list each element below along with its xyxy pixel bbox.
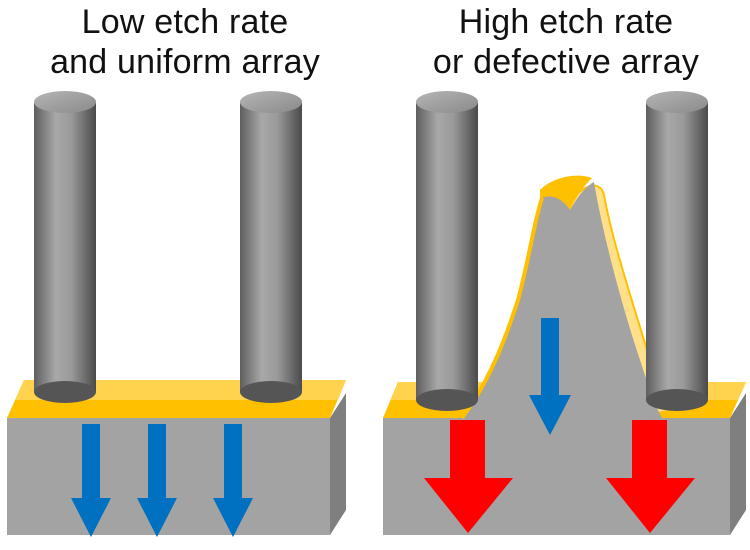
pillar-left-1 [34,91,96,403]
down-arrow-icon [137,424,177,537]
right-panel-title: High etch rate or defective array [396,2,736,82]
left-panel [7,91,346,537]
left-title-line1: Low etch rate [81,3,289,41]
left-title-line2: and uniform array [50,43,320,81]
down-arrow-icon [529,318,571,435]
lifted-catalyst-rim [540,175,592,210]
substrate-front-right [383,418,730,535]
pillar-right-1 [416,91,478,411]
substrate-side-left [330,393,346,535]
substrate-side-right [730,393,746,535]
down-arrow-icon [606,420,695,533]
ridge-catalyst-edge [460,197,544,420]
pillar-left-2 [240,91,302,403]
down-arrow-icon [424,420,513,533]
right-panel [383,91,746,535]
right-title-line1: High etch rate [458,3,674,41]
pillar-right-2 [646,91,708,411]
down-arrow-icon [71,424,111,537]
etched-silicon-ridge [462,182,662,418]
substrate-front-left [7,418,330,535]
right-title-line2: or defective array [432,43,700,81]
left-panel-title: Low etch rate and uniform array [15,2,355,82]
down-arrow-icon [213,424,253,537]
